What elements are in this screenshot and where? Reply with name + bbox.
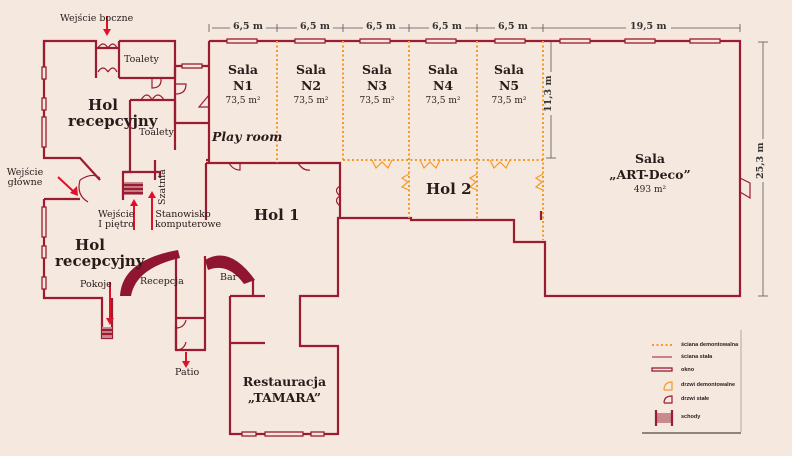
label-recepcja: Recepcja	[140, 276, 184, 287]
fixed-doors	[78, 43, 751, 351]
label-stanowisko: Stanowisko komputerowe	[155, 209, 222, 230]
label-hol-recepcyjny-bottom: Hol recepcyjny	[55, 236, 145, 270]
label-patio: Patio	[175, 367, 200, 378]
art-deco-area: 493 m²	[633, 185, 667, 196]
reception-counter	[120, 250, 180, 296]
sala-n5-name: Sala	[494, 62, 524, 77]
label-hol-1: Hol 1	[254, 206, 300, 224]
dim-n3-width: 6,5 m	[363, 22, 399, 32]
stairs	[102, 182, 143, 338]
label-toalety-1: Toalety	[124, 54, 159, 65]
label-toalety-2: Toalety	[139, 127, 174, 138]
label-wejscie-boczne: Wejście boczne	[60, 13, 134, 24]
sala-n3-area: 73,5 m²	[359, 96, 395, 107]
direction-arrows	[57, 16, 190, 368]
dim-n1-width: 6,5 m	[230, 22, 266, 32]
sala-art-deco: Sala„ART-Deco” 493 m²	[600, 152, 700, 196]
dim-n5-width: 6,5 m	[495, 22, 531, 32]
sala-n2-area: 73,5 m²	[293, 96, 329, 107]
sala-n3-code: N3	[366, 78, 388, 94]
legend-removable-wall: ściana demontowalna	[681, 342, 739, 348]
legend-fixed-wall: ściana stała	[681, 354, 713, 360]
dim-artdeco-width: 19,5 m	[626, 22, 671, 32]
legend-fixed-door: drzwi stałe	[681, 396, 710, 402]
windows	[41, 38, 721, 437]
label-szatnia: Szatnia	[157, 169, 168, 205]
art-deco-title: „ART-Deco”	[609, 167, 691, 183]
sala-n4-name: Sala	[428, 62, 458, 77]
sala-n2-name: Sala	[296, 62, 326, 77]
legend	[642, 330, 742, 434]
sala-n5-area: 73,5 m²	[491, 96, 527, 107]
label-hol-2: Hol 2	[426, 180, 472, 198]
dim-artdeco-depth: 25,3 m	[755, 139, 766, 182]
sala-n5-code: N5	[498, 78, 520, 94]
sala-n4-area: 73,5 m²	[425, 96, 461, 107]
restauracja-title: „TAMARA”	[247, 390, 322, 406]
bar-counter	[205, 255, 255, 284]
sala-n2-code: N2	[300, 78, 322, 94]
restauracja-name: Restauracja	[242, 374, 327, 389]
removable-doors	[371, 159, 544, 191]
sala-n4-code: N4	[432, 78, 454, 94]
label-play-room: Play room	[212, 129, 283, 144]
label-hol-recepcyjny-top: Hol recepcyjny	[68, 96, 158, 130]
sala-n1-code: N1	[232, 78, 254, 94]
art-deco-name: Sala	[635, 151, 665, 166]
legend-window: okno	[681, 367, 695, 373]
label-wejscie-glowne: Wejście główne	[6, 167, 44, 188]
sala-n1-area: 73,5 m²	[225, 96, 261, 107]
sala-n3-name: Sala	[362, 62, 392, 77]
sala-n1-name: Sala	[228, 62, 258, 77]
legend-removable-door: drzwi demontowalne	[681, 382, 736, 388]
label-bar: Bar	[220, 272, 238, 283]
dim-n2-width: 6,5 m	[297, 22, 333, 32]
label-wejscie-i-pietro: Wejście I piętro	[98, 209, 135, 230]
restauracja-tamara: Restauracja„TAMARA”	[237, 375, 332, 404]
legend-stairs: schody	[681, 414, 701, 420]
dim-n4-width: 6,5 m	[429, 22, 465, 32]
dim-sala-depth: 11,3 m	[543, 72, 554, 115]
label-pokoje: Pokoje	[80, 279, 112, 290]
